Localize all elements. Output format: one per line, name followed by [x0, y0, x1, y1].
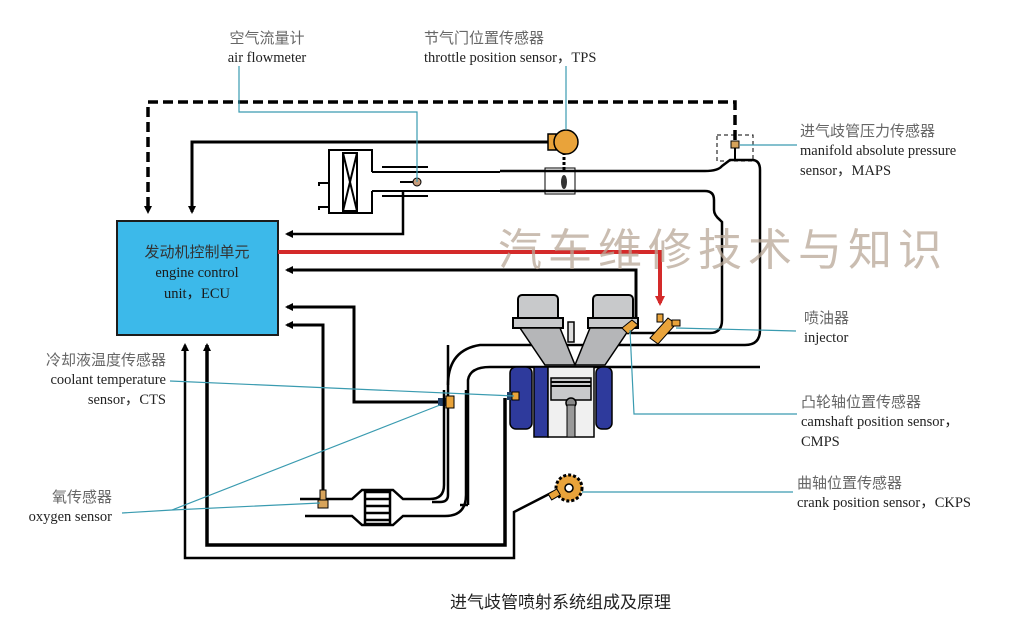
- intake-tube: [500, 158, 762, 347]
- ckps-signal-line: [181, 343, 554, 560]
- cmps-signal-line: [285, 266, 638, 322]
- leader-air-flowmeter: [238, 66, 418, 182]
- label-cn: 进气歧管压力传感器: [800, 122, 936, 140]
- ecu-box: [116, 220, 279, 336]
- leader-oxygen-b: [171, 404, 441, 511]
- label-en-2: sensor，CTS: [87, 392, 166, 408]
- oxygen-sensor: [317, 489, 329, 509]
- leader-injector: [675, 327, 797, 332]
- injector-control-line: [278, 250, 665, 306]
- coolant-temperature-sensor: [438, 395, 455, 409]
- label-maps: 进气歧管压力传感器 manifold absolute pressure sen…: [800, 121, 956, 181]
- label-en-2: CMPS: [801, 434, 840, 450]
- label-ckps: 曲轴位置传感器 crank position sensor，CKPS: [797, 473, 971, 513]
- label-cn: 冷却液温度传感器: [45, 351, 166, 369]
- leader-cmps: [629, 329, 797, 415]
- air-flowmeter-sensor: [400, 177, 422, 187]
- label-en: air flowmeter: [227, 50, 307, 66]
- leader-cts: [169, 380, 515, 397]
- label-cn: 喷油器: [804, 309, 850, 327]
- throttle-position-sensor: [547, 129, 579, 155]
- label-en: crank position sensor，CKPS: [797, 495, 971, 511]
- label-cn: 氧传感器: [51, 488, 112, 506]
- tps-signal-line: [188, 140, 552, 214]
- label-en-2: sensor，MAPS: [800, 163, 892, 179]
- label-air-flowmeter: 空气流量计 air flowmeter: [212, 28, 322, 68]
- label-cn: 曲轴位置传感器: [797, 474, 903, 492]
- throttle-body: [544, 167, 576, 195]
- figure-caption: 进气歧管喷射系统组成及原理: [450, 593, 671, 613]
- crank-position-sensor: [547, 473, 584, 503]
- label-en: injector: [804, 330, 849, 346]
- fuel-injector: [649, 313, 681, 345]
- cts-signal-line: [285, 303, 438, 404]
- coolant-loop-line: [203, 343, 507, 547]
- label-cts: 冷却液温度传感器 coolant temperature sensor，CTS: [0, 350, 166, 410]
- leader-oxygen-a: [121, 502, 321, 514]
- throttle-plate: [561, 175, 567, 189]
- watermark: 汽车维修技术与知识: [498, 225, 948, 276]
- label-en-1: camshaft position sensor，: [801, 414, 959, 430]
- leader-lines: [121, 66, 797, 514]
- label-en: oxygen sensor: [28, 509, 112, 525]
- label-oxygen: 氧传感器 oxygen sensor: [0, 487, 112, 527]
- label-cn: 凸轮轴位置传感器: [801, 393, 922, 411]
- label-en-1: coolant temperature: [50, 372, 166, 388]
- camshaft-position-sensor: [621, 319, 639, 335]
- maps-signal-line: [144, 100, 737, 214]
- label-tps: 节气门位置传感器 throttle position sensor，TPS: [424, 28, 596, 68]
- afm-signal-line: [285, 190, 405, 238]
- label-en-1: manifold absolute pressure: [800, 143, 957, 159]
- label-en: throttle position sensor，TPS: [424, 50, 597, 66]
- maps-sensor: [730, 140, 740, 149]
- air-filter: [318, 149, 500, 214]
- ecu-label-en-2: unit，ECU: [163, 286, 231, 302]
- label-cn: 空气流量计: [229, 29, 305, 47]
- ecu-label: 发动机控制单元 engine control unit，ECU: [118, 242, 276, 305]
- label-cn: 节气门位置传感器: [424, 29, 545, 47]
- o2-signal-line: [285, 321, 325, 490]
- ecu-label-cn: 发动机控制单元: [144, 243, 250, 261]
- engine-block: [432, 294, 760, 507]
- label-injector: 喷油器 injector: [804, 308, 849, 348]
- ecu-label-en-1: engine control: [155, 265, 239, 281]
- exhaust-pipe: [300, 390, 468, 527]
- label-cmps: 凸轮轴位置传感器 camshaft position sensor， CMPS: [801, 392, 959, 452]
